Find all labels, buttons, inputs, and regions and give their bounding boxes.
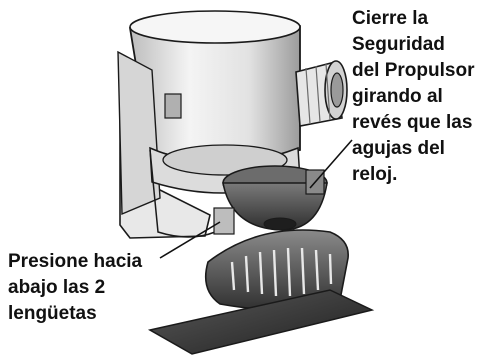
- pump-housing: [117, 10, 301, 239]
- impeller-cap: [213, 165, 328, 235]
- strainer-base: [204, 229, 349, 311]
- callout-press-tabs: Presione hacia abajo las 2 lengüetas: [8, 251, 143, 324]
- housing-top-rim: [129, 10, 301, 44]
- housing-slot: [164, 93, 182, 119]
- leader-line-right: [309, 139, 353, 189]
- mounting-plate: [147, 289, 375, 355]
- outlet-nozzle: [295, 60, 348, 127]
- strainer-slots: [230, 247, 333, 297]
- impeller-tab-left: [213, 207, 235, 235]
- housing-front-frame: [149, 149, 216, 238]
- callout-rotate-counterclockwise: Cierre la Seguridad del Propulsor girand…: [352, 8, 475, 185]
- housing-side-wing: [117, 50, 161, 216]
- leader-line-left: [159, 221, 221, 259]
